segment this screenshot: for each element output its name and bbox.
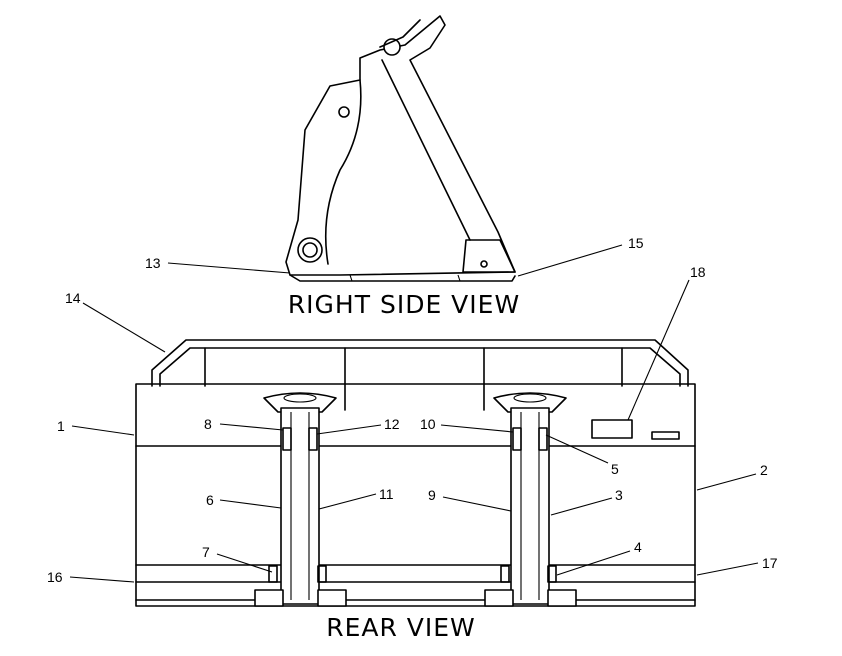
- callout-6: 6: [206, 492, 214, 508]
- callout-2: 2: [760, 462, 768, 478]
- callout-7: 7: [202, 544, 210, 560]
- callout-5: 5: [611, 461, 619, 477]
- callout-12: 12: [384, 416, 400, 432]
- callout-16: 16: [47, 569, 63, 585]
- callout-10: 10: [420, 416, 436, 432]
- callout-13: 13: [145, 255, 161, 271]
- callout-9: 9: [428, 487, 436, 503]
- callout-15: 15: [628, 235, 644, 251]
- right-side-view-title: RIGHT SIDE VIEW: [288, 290, 520, 319]
- callout-numbers: 1 2 3 4 5 6 7 8 9 10 11 12 13 14 15 16 1…: [47, 235, 778, 585]
- callout-3: 3: [615, 487, 623, 503]
- callout-17: 17: [762, 555, 778, 571]
- callout-4: 4: [634, 539, 642, 555]
- callout-18: 18: [690, 264, 706, 280]
- right-side-view: RIGHT SIDE VIEW: [285, 15, 520, 319]
- rear-view: REAR VIEW: [135, 339, 696, 642]
- callout-leaders: [69, 244, 759, 583]
- callout-8: 8: [204, 416, 212, 432]
- rear-view-title: REAR VIEW: [326, 613, 476, 642]
- callout-14: 14: [65, 290, 81, 306]
- callout-1: 1: [57, 418, 65, 434]
- callout-11: 11: [379, 486, 394, 502]
